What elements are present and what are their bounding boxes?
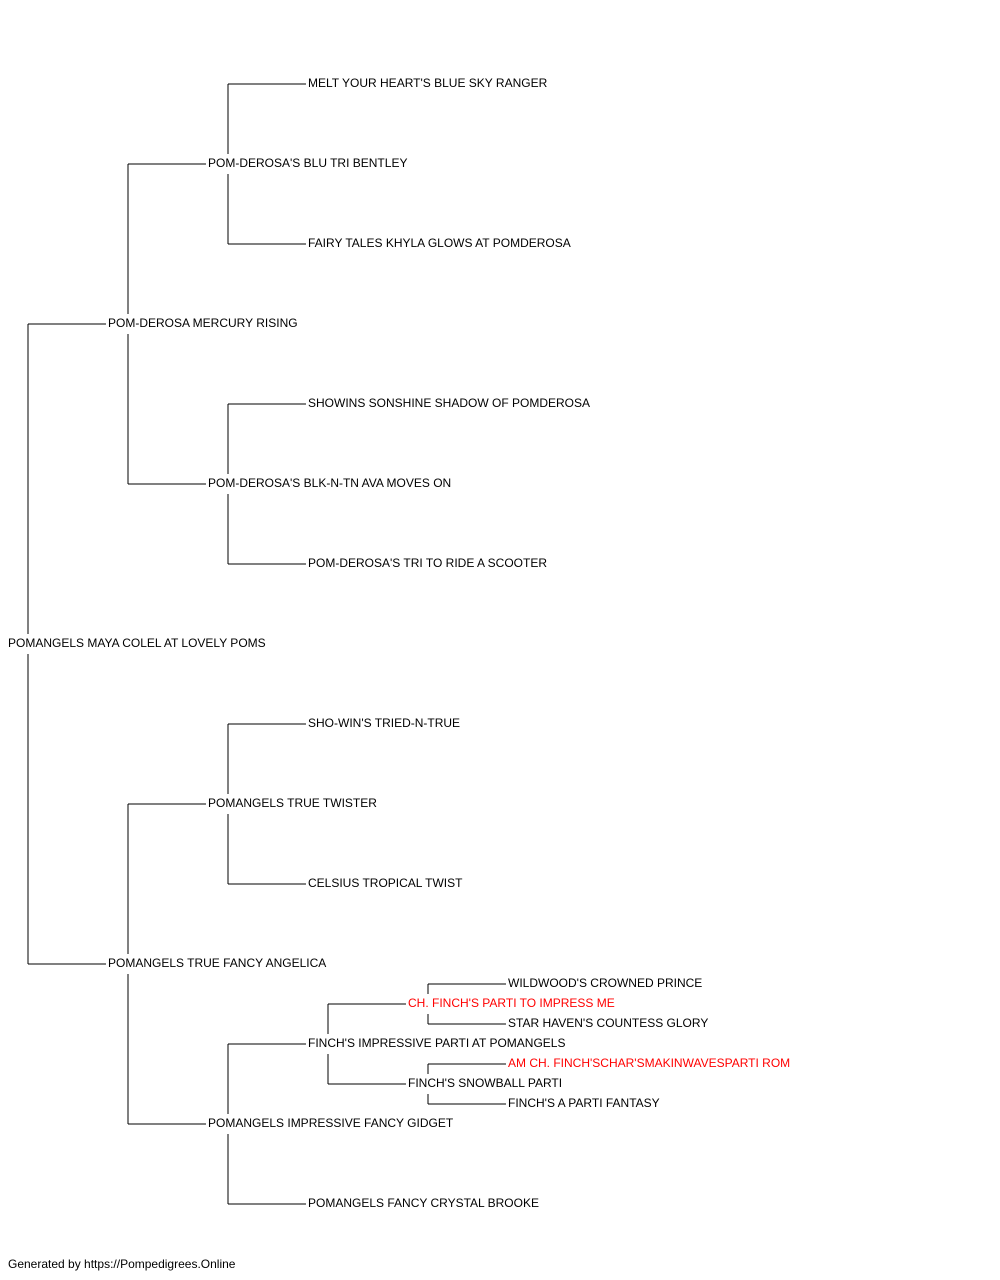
- pedigree-name-dam-dam-sire-dam: FINCH'S SNOWBALL PARTI: [408, 1076, 562, 1090]
- pedigree-name-sire-dam-dam: POM-DEROSA'S TRI TO RIDE A SCOOTER: [308, 556, 547, 570]
- pedigree-name-sire-sire-sire: MELT YOUR HEART'S BLUE SKY RANGER: [308, 76, 548, 90]
- pedigree-name-sire-dam: POM-DEROSA'S BLK-N-TN AVA MOVES ON: [208, 476, 451, 490]
- pedigree-name-dam-dam: POMANGELS IMPRESSIVE FANCY GIDGET: [208, 1116, 454, 1130]
- pedigree-name-sire-sire: POM-DEROSA'S BLU TRI BENTLEY: [208, 156, 407, 170]
- footer-credit: Generated by https://Pompedigrees.Online: [8, 1257, 236, 1271]
- pedigree-connectors: [27, 83, 506, 1205]
- pedigree-name-dam: POMANGELS TRUE FANCY ANGELICA: [108, 956, 326, 970]
- pedigree-names: POMANGELS MAYA COLEL AT LOVELY POMS POM-D…: [8, 76, 790, 1210]
- pedigree-name-dam-dam-sire-sire: CH. FINCH'S PARTI TO IMPRESS ME: [408, 996, 615, 1010]
- pedigree-name-dam-dam-sire: FINCH'S IMPRESSIVE PARTI AT POMANGELS: [308, 1036, 565, 1050]
- pedigree-name-dam-dam-sire-sire-sire: WILDWOOD'S CROWNED PRINCE: [508, 976, 702, 990]
- pedigree-name-dam-sire: POMANGELS TRUE TWISTER: [208, 796, 377, 810]
- pedigree-name-dam-dam-sire-dam-dam: FINCH'S A PARTI FANTASY: [508, 1096, 660, 1110]
- pedigree-name-sire-dam-sire: SHOWINS SONSHINE SHADOW OF POMDEROSA: [308, 396, 590, 410]
- pedigree-name-dam-dam-dam: POMANGELS FANCY CRYSTAL BROOKE: [308, 1196, 539, 1210]
- pedigree-name-dam-dam-sire-dam-sire: AM CH. FINCH'SCHAR'SMAKINWAVESPARTI ROM: [508, 1056, 790, 1070]
- pedigree-name-sire-sire-dam: FAIRY TALES KHYLA GLOWS AT POMDEROSA: [308, 236, 571, 250]
- pedigree-name-dam-sire-dam: CELSIUS TROPICAL TWIST: [308, 876, 463, 890]
- pedigree-name-dam-dam-sire-sire-dam: STAR HAVEN'S COUNTESS GLORY: [508, 1016, 708, 1030]
- pedigree-name-dam-sire-sire: SHO-WIN'S TRIED-N-TRUE: [308, 716, 460, 730]
- pedigree-name-sire: POM-DEROSA MERCURY RISING: [108, 316, 298, 330]
- pedigree-name-subject: POMANGELS MAYA COLEL AT LOVELY POMS: [8, 636, 266, 650]
